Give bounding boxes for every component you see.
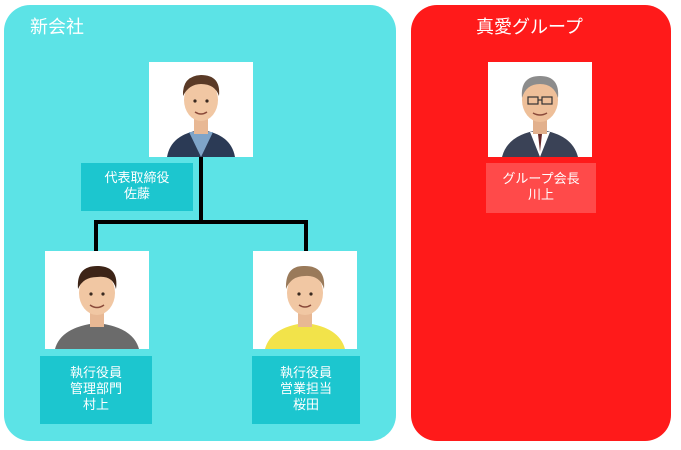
- exec-sales-name: 桜田: [292, 398, 319, 413]
- exec-admin-dept: 管理部門: [69, 382, 122, 397]
- exec-admin-title: 執行役員: [69, 366, 122, 381]
- exec-sales-photo: [253, 251, 357, 349]
- person-portrait-icon: [55, 265, 139, 349]
- exec-admin-name: 村上: [82, 398, 109, 413]
- exec-sales-title: 執行役員: [279, 366, 332, 381]
- ceo-title: 代表取締役: [104, 171, 170, 186]
- chairman-name: 川上: [527, 188, 554, 203]
- ceo-label: 代表取締役 佐藤: [81, 163, 193, 211]
- group-title: 真愛グループ: [476, 17, 583, 38]
- person-portrait-icon: [265, 265, 345, 349]
- chairman-photo: [488, 62, 592, 157]
- exec-sales-dept: 営業担当: [279, 382, 332, 397]
- exec-admin-label: 執行役員 管理部門 村上: [40, 356, 152, 424]
- exec-sales-label: 執行役員 営業担当 桜田: [252, 356, 360, 424]
- chairman-label: グループ会長 川上: [486, 163, 596, 213]
- person-portrait-icon: [167, 75, 235, 157]
- new-company-title: 新会社: [30, 17, 84, 38]
- exec-admin-photo: [45, 251, 149, 349]
- person-portrait-icon: [502, 76, 578, 157]
- chairman-title: グループ会長: [502, 172, 580, 187]
- ceo-photo: [149, 62, 253, 157]
- ceo-name: 佐藤: [123, 187, 150, 202]
